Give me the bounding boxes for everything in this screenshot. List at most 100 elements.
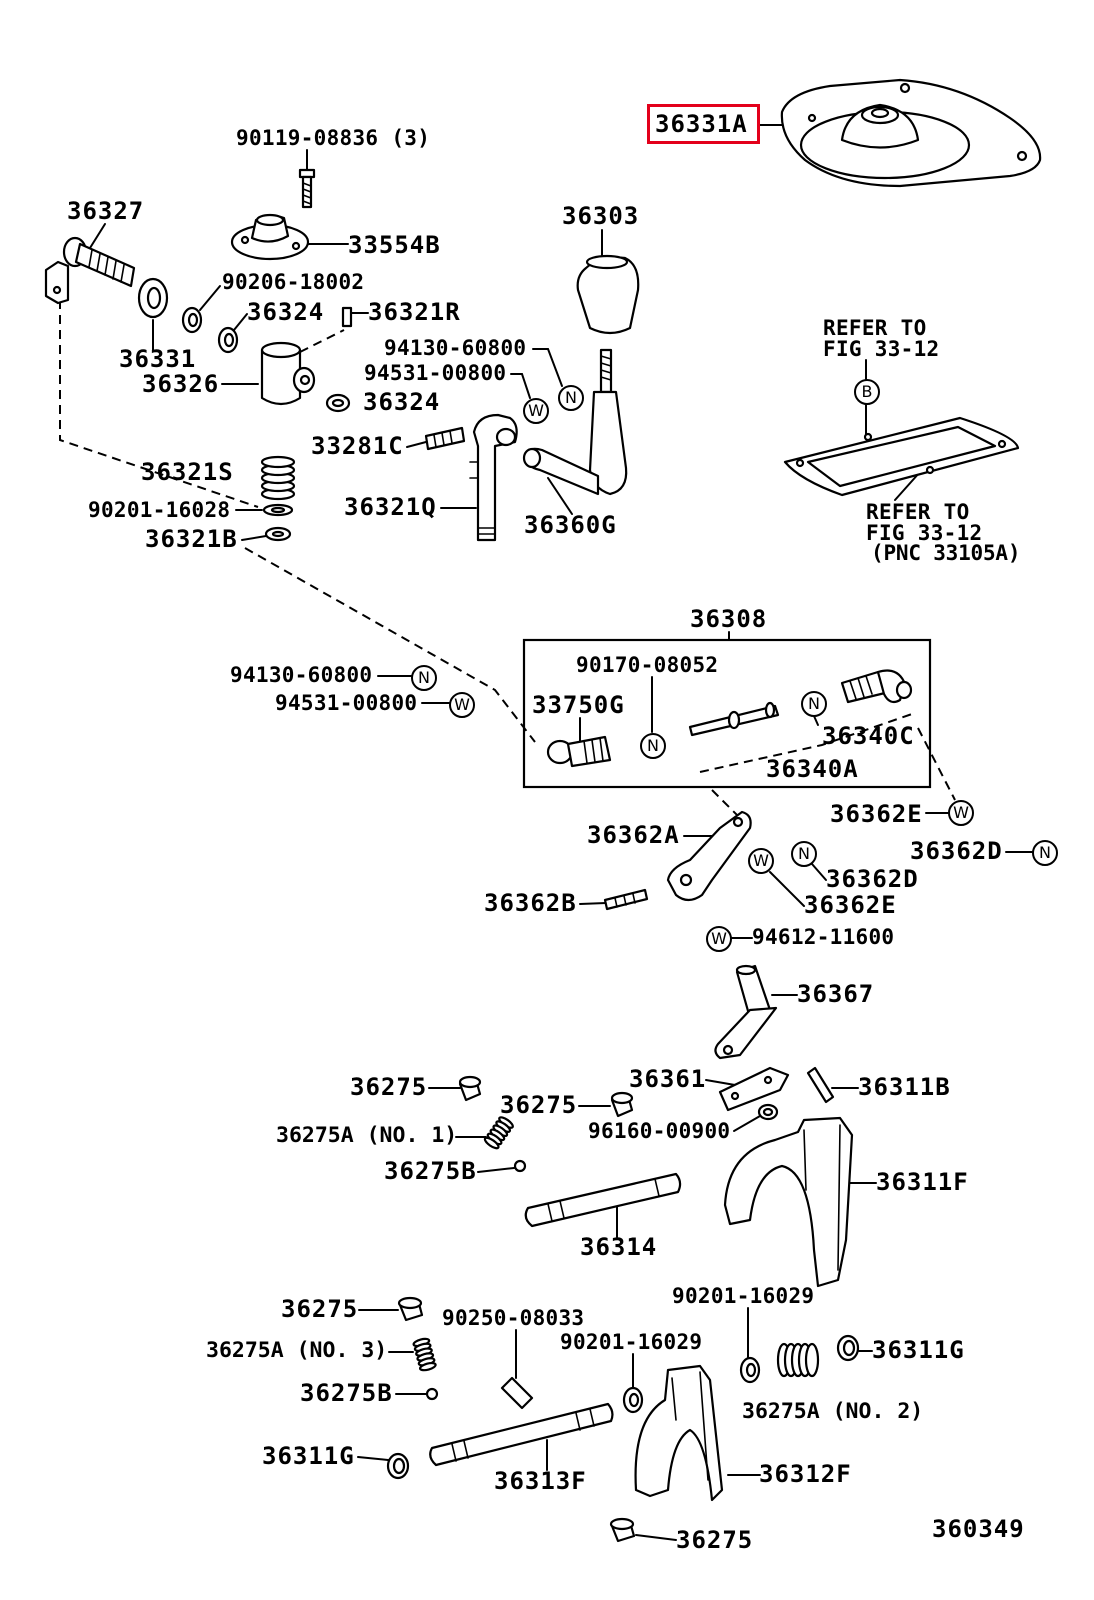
pin-90250	[500, 1376, 534, 1410]
part-label: 36326	[142, 370, 220, 398]
part-label: 90250-08033	[442, 1306, 585, 1330]
part-label: 36275	[500, 1091, 578, 1119]
stud-bracket-36327	[44, 236, 136, 305]
clip-36311g-right	[836, 1334, 860, 1362]
part-label: 94531-00800	[364, 361, 507, 385]
part-label: 96160-00900	[588, 1119, 731, 1143]
washer-90206	[181, 306, 203, 334]
washer-36324-lower	[325, 393, 351, 413]
retainer-plate-33554b	[230, 213, 310, 261]
reference-note-top-line1: REFER TO	[823, 316, 927, 340]
part-label: 94130-60800	[384, 336, 527, 360]
pin-33281c	[424, 426, 466, 451]
marker-n: N	[1032, 840, 1058, 866]
part-label: 36275A (NO. 3)	[206, 1338, 388, 1363]
pivot-36326	[260, 341, 316, 406]
part-label: 36311B	[858, 1073, 951, 1101]
ball-joint-36340c	[840, 669, 913, 704]
part-label-highlighted: 36331A	[655, 110, 748, 138]
gasket-reference	[783, 416, 1020, 497]
ring-36321b	[264, 526, 292, 542]
reference-note-bottom-line1: REFER TO	[866, 500, 970, 524]
highlighted-part-box	[647, 104, 760, 144]
part-label: 36311F	[876, 1168, 969, 1196]
part-label: 36321Q	[344, 493, 437, 521]
part-label: 90170-08052	[576, 653, 719, 677]
part-label: 36311G	[262, 1442, 355, 1470]
ball-36275b-b	[425, 1387, 439, 1401]
part-label: 90201-16029	[672, 1284, 815, 1308]
part-label: 36303	[562, 202, 640, 230]
pin-36362b	[603, 888, 649, 911]
part-label: 36311G	[872, 1336, 965, 1364]
shift-rod-36313f	[429, 1402, 614, 1467]
marker-w: W	[948, 800, 974, 826]
marker-n: N	[411, 665, 437, 691]
marker-n: N	[801, 691, 827, 717]
part-label: 36312F	[759, 1460, 852, 1488]
pin-36311b	[806, 1066, 835, 1104]
part-label: 36362B	[484, 889, 577, 917]
part-label: 36275	[676, 1526, 754, 1554]
part-label: 36362D	[910, 837, 1003, 865]
part-label: 94612-11600	[752, 925, 895, 949]
plug-36275-b	[610, 1091, 634, 1118]
plug-36275-a	[458, 1075, 482, 1102]
part-label: 36340A	[766, 755, 859, 783]
part-label: 36308	[690, 605, 768, 633]
ring-96160	[757, 1103, 779, 1121]
plate-36361	[718, 1066, 790, 1112]
lever-36362a	[666, 810, 752, 902]
part-label: 90119-08836 (3)	[236, 126, 431, 150]
part-label: 36321B	[145, 525, 238, 553]
part-label: 36324	[247, 298, 325, 326]
part-label: 36275	[281, 1295, 359, 1323]
figure-code: 360349	[932, 1515, 1025, 1543]
washer-36331	[137, 277, 169, 319]
part-label: 36362D	[826, 865, 919, 893]
marker-w: W	[449, 692, 475, 718]
part-label: 94531-00800	[275, 691, 418, 715]
part-label: 36362E	[804, 891, 897, 919]
part-label: 36367	[797, 980, 875, 1008]
part-label: 36275	[350, 1073, 428, 1101]
part-label: 90201-16029	[560, 1330, 703, 1354]
part-label: 36321S	[141, 458, 234, 486]
plug-36275-c	[397, 1296, 424, 1322]
assembly-dashed-lines	[59, 300, 956, 819]
part-label: 36324	[363, 388, 441, 416]
plug-36275-d	[609, 1517, 636, 1543]
part-label: 36321R	[368, 298, 461, 326]
reference-note-bottom-line2: FIG 33-12	[866, 521, 983, 545]
part-label: 36275A (NO. 1)	[276, 1123, 458, 1148]
ball-36275b-a	[513, 1159, 527, 1173]
kit-box-36308	[522, 638, 932, 789]
part-label: 36275B	[384, 1157, 477, 1185]
marker-w: W	[523, 398, 549, 424]
pin-36321r	[341, 306, 353, 328]
shift-fork-36312f	[634, 1364, 724, 1502]
pin-90170	[688, 701, 780, 737]
leader-lines	[89, 124, 1033, 1541]
marker-n: N	[640, 733, 666, 759]
part-label: 33554B	[348, 231, 441, 259]
part-label: 36314	[580, 1233, 658, 1261]
reference-note-top-line2: FIG 33-12	[823, 337, 940, 361]
part-label: 36327	[67, 197, 145, 225]
marker-w: W	[748, 848, 774, 874]
shaft-36367	[714, 964, 778, 1060]
spring-36275a-no1	[483, 1116, 514, 1150]
part-label: 36331	[119, 345, 197, 373]
part-label: 36362A	[587, 821, 680, 849]
reference-note-bottom-line3: (PNC 33105A)	[871, 541, 1021, 565]
spring-36275a-no2	[776, 1342, 820, 1378]
shift-lever-boot-36331a	[780, 78, 1042, 188]
ball-joint-33750g	[546, 735, 612, 768]
part-label: 36275B	[300, 1379, 393, 1407]
marker-n: N	[558, 385, 584, 411]
marker-w: W	[706, 926, 732, 952]
shift-fork-36311f	[723, 1116, 854, 1288]
marker-n: N	[791, 841, 817, 867]
part-label: 90206-18002	[222, 270, 365, 294]
